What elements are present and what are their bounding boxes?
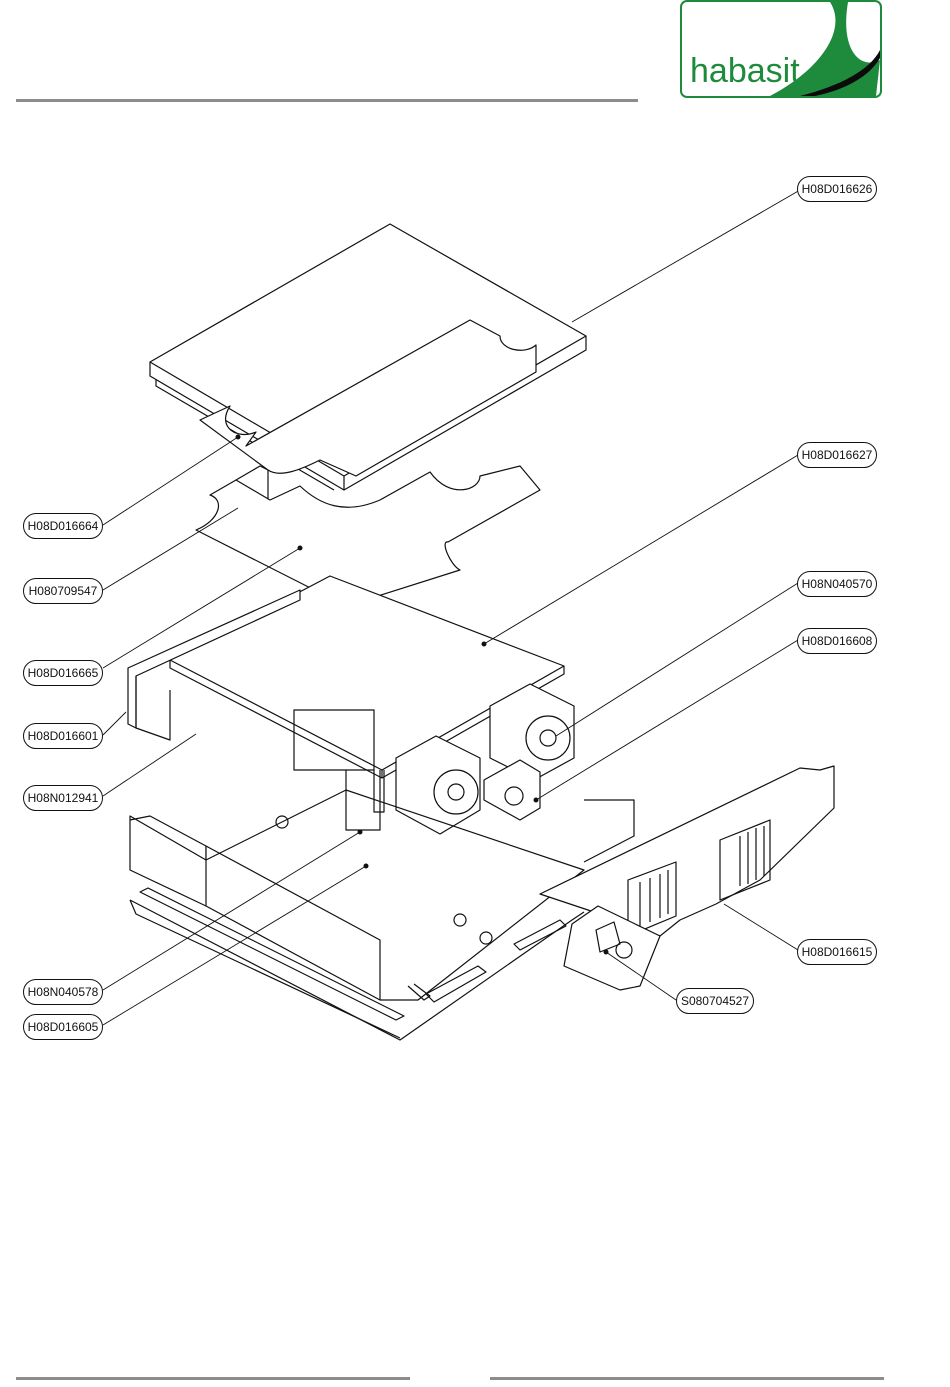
callout-H08D016664: H08D016664 bbox=[23, 513, 103, 539]
callout-H08D016626: H08D016626 bbox=[797, 176, 877, 202]
callout-H08N040570: H08N040570 bbox=[797, 571, 877, 597]
callout-S080704527: S080704527 bbox=[676, 988, 754, 1014]
callout-H08D016601: H08D016601 bbox=[23, 723, 103, 749]
callout-H08D016605: H08D016605 bbox=[23, 1014, 103, 1040]
vented-side-panel bbox=[540, 766, 834, 936]
heating-plate bbox=[196, 466, 540, 606]
fan-rear bbox=[490, 684, 574, 780]
callout-H08D016665: H08D016665 bbox=[23, 660, 103, 686]
callout-H08D016615: H08D016615 bbox=[797, 939, 877, 965]
base-tray bbox=[130, 790, 634, 1040]
fan-front bbox=[396, 736, 480, 834]
bracket bbox=[484, 760, 540, 820]
callout-H08D016627: H08D016627 bbox=[797, 442, 877, 468]
callout-H080709547: H080709547 bbox=[23, 578, 103, 604]
callout-H08N012941: H08N012941 bbox=[23, 785, 103, 811]
callout-H08N040578: H08N040578 bbox=[23, 979, 103, 1005]
callout-H08D016608: H08D016608 bbox=[797, 628, 877, 654]
